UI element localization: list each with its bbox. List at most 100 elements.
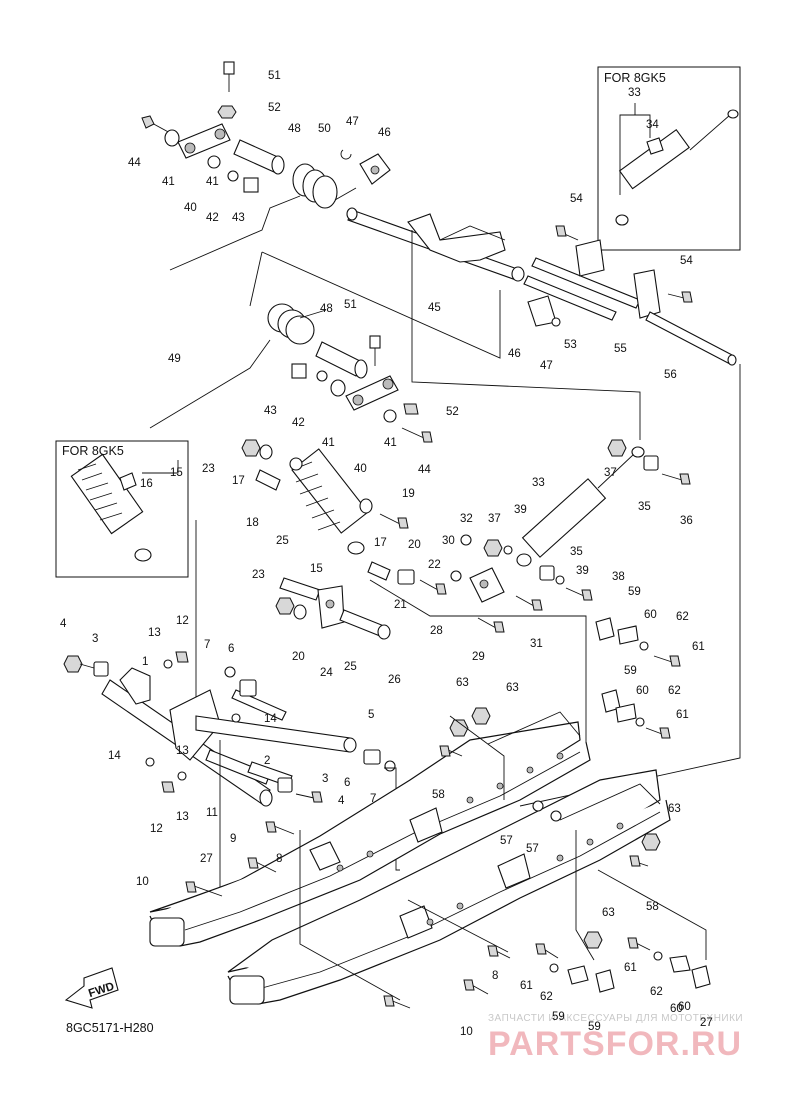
part-callout-28: 28 — [430, 625, 443, 637]
part-callout-43: 43 — [264, 405, 277, 417]
part-callout-2: 2 — [264, 755, 270, 767]
diagram-code: 8GC5171-H280 — [66, 1021, 154, 1035]
part-callout-8: 8 — [276, 853, 282, 865]
part-callout-62: 62 — [650, 986, 663, 998]
part-callout-39: 39 — [576, 565, 589, 577]
part-callout-30: 30 — [442, 535, 455, 547]
part-callout-63: 63 — [506, 682, 519, 694]
part-callout-26: 26 — [388, 674, 401, 686]
part-callout-48: 48 — [320, 303, 333, 315]
shock-absorber-inset-top — [615, 109, 739, 226]
part-callout-7: 7 — [204, 639, 210, 651]
part-callout-27: 27 — [200, 853, 213, 865]
part-callout-48: 48 — [288, 123, 301, 135]
part-callout-36: 36 — [680, 515, 693, 527]
part-callout-15: 15 — [310, 563, 323, 575]
part-callout-34: 34 — [646, 119, 659, 131]
part-callout-60: 60 — [670, 1003, 683, 1015]
part-callout-24: 24 — [320, 667, 333, 679]
part-callout-14: 14 — [108, 750, 121, 762]
part-callout-41: 41 — [322, 437, 335, 449]
part-callout-41: 41 — [384, 437, 397, 449]
part-callout-20: 20 — [408, 539, 421, 551]
part-callout-46: 46 — [508, 348, 521, 360]
part-callout-56: 56 — [664, 369, 677, 381]
part-callout-59: 59 — [628, 586, 641, 598]
part-callout-58: 58 — [432, 789, 445, 801]
part-callout-63: 63 — [456, 677, 469, 689]
rail-hardware — [185, 617, 711, 1009]
inset-box-left: FOR 8GK5 — [55, 440, 189, 578]
part-callout-44: 44 — [418, 464, 431, 476]
part-callout-19: 19 — [402, 488, 415, 500]
part-callout-25: 25 — [276, 535, 289, 547]
fwd-arrow: FWD — [64, 967, 119, 1009]
part-callout-53: 53 — [564, 339, 577, 351]
part-callout-46: 46 — [378, 127, 391, 139]
part-callout-29: 29 — [472, 651, 485, 663]
part-callout-35: 35 — [570, 546, 583, 558]
part-callout-1: 1 — [142, 656, 148, 668]
part-callout-12: 12 — [176, 615, 189, 627]
part-callout-3: 3 — [322, 773, 328, 785]
part-callout-11: 11 — [206, 807, 218, 819]
part-callout-55: 55 — [614, 343, 627, 355]
part-callout-63: 63 — [602, 907, 615, 919]
top-link-assembly — [141, 61, 391, 271]
part-callout-15: 15 — [170, 467, 183, 479]
part-callout-35: 35 — [638, 501, 651, 513]
part-callout-31: 31 — [530, 638, 543, 650]
part-callout-37: 37 — [604, 467, 617, 479]
torsion-spring-top — [169, 163, 357, 271]
part-callout-18: 18 — [246, 517, 259, 529]
slide-rail-upper — [149, 711, 591, 947]
part-callout-60: 60 — [636, 685, 649, 697]
part-callout-52: 52 — [268, 102, 281, 114]
part-callout-47: 47 — [540, 360, 553, 372]
part-callout-59: 59 — [552, 1011, 565, 1023]
part-callout-33: 33 — [532, 477, 545, 489]
part-callout-38: 38 — [612, 571, 625, 583]
part-callout-27: 27 — [700, 1017, 713, 1029]
part-callout-23: 23 — [202, 463, 215, 475]
part-callout-57: 57 — [500, 835, 513, 847]
part-callout-13: 13 — [176, 745, 189, 757]
part-callout-6: 6 — [228, 643, 234, 655]
part-callout-61: 61 — [692, 641, 705, 653]
part-callout-4: 4 — [338, 795, 345, 807]
part-callout-32: 32 — [460, 513, 473, 525]
part-callout-10: 10 — [136, 876, 149, 888]
part-callout-40: 40 — [184, 202, 197, 214]
part-callout-51: 51 — [344, 299, 357, 311]
part-callout-63: 63 — [668, 803, 681, 815]
part-callout-57: 57 — [526, 843, 539, 855]
part-callout-21: 21 — [394, 599, 407, 611]
part-callout-59: 59 — [588, 1021, 601, 1033]
slide-rail-lower — [227, 769, 671, 1005]
part-callout-20: 20 — [292, 651, 305, 663]
part-callout-8: 8 — [492, 970, 498, 982]
part-callout-22: 22 — [428, 559, 441, 571]
inset-label-left: FOR 8GK5 — [62, 444, 124, 458]
part-callout-10: 10 — [460, 1026, 473, 1038]
part-callout-54: 54 — [570, 193, 583, 205]
part-callout-16: 16 — [140, 478, 153, 490]
part-callout-58: 58 — [646, 901, 659, 913]
part-callout-41: 41 — [206, 176, 219, 188]
middle-shock-area — [195, 364, 741, 807]
part-callout-47: 47 — [346, 116, 359, 128]
part-callout-61: 61 — [520, 980, 533, 992]
part-callout-7: 7 — [370, 793, 376, 805]
part-callout-62: 62 — [676, 611, 689, 623]
part-callout-12: 12 — [150, 823, 163, 835]
part-callout-39: 39 — [514, 504, 527, 516]
part-callout-60: 60 — [678, 1001, 691, 1013]
part-callout-62: 62 — [540, 991, 553, 1003]
front-arm-area — [63, 651, 400, 902]
inset-label-top: FOR 8GK5 — [604, 71, 666, 85]
part-callout-44: 44 — [128, 157, 141, 169]
part-callout-17: 17 — [374, 537, 387, 549]
part-callout-5: 5 — [368, 709, 374, 721]
